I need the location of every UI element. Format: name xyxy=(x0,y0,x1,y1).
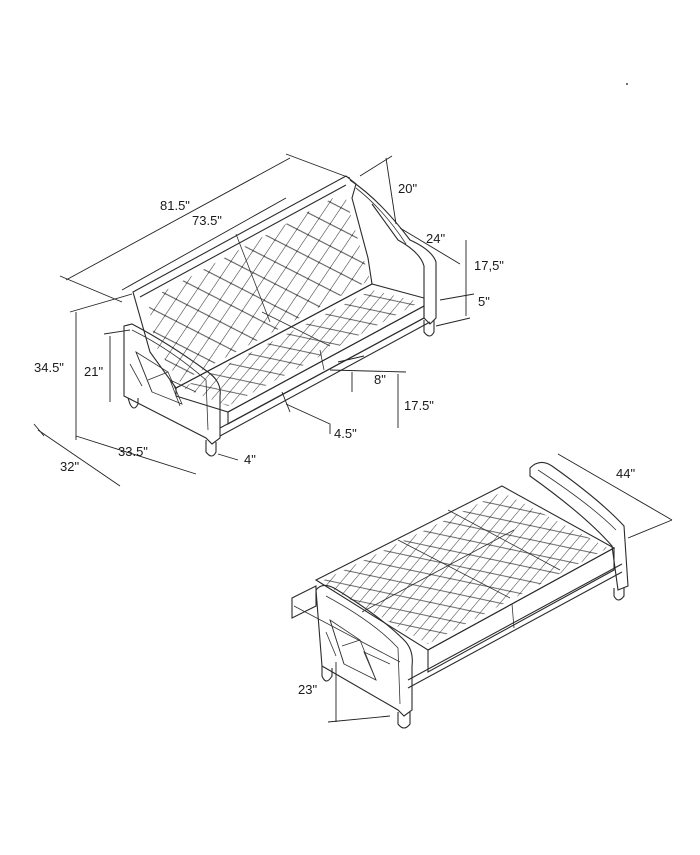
dim-seat-height: 17.5" xyxy=(404,398,434,413)
dim-seat-depth: 33.5" xyxy=(118,444,148,459)
dim-overall-height: 34.5" xyxy=(34,360,64,375)
dim-leg-height: 5" xyxy=(478,294,490,309)
sofa-bed-drawing xyxy=(291,461,629,729)
dim-back-height-upper: 17,5" xyxy=(474,258,504,273)
dim-bed-width: 44" xyxy=(616,466,635,481)
dim-inner-width: 73.5" xyxy=(192,213,222,228)
dim-back-depth: 20" xyxy=(398,181,417,196)
dim-arm-depth: 24" xyxy=(426,231,445,246)
dim-leg-inset: 4.5" xyxy=(334,426,357,441)
dim-arm-height: 21" xyxy=(84,364,103,379)
stray-dot xyxy=(626,83,628,85)
sofa-upright-drawing xyxy=(123,175,437,457)
dim-bed-height: 23" xyxy=(298,682,317,697)
dim-seat-thickness: 8" xyxy=(374,372,386,387)
dim-overall-depth: 32" xyxy=(60,459,79,474)
dimension-lines xyxy=(33,153,673,723)
dim-leg-size: 4" xyxy=(244,452,256,467)
dim-overall-width: 81.5" xyxy=(160,198,190,213)
